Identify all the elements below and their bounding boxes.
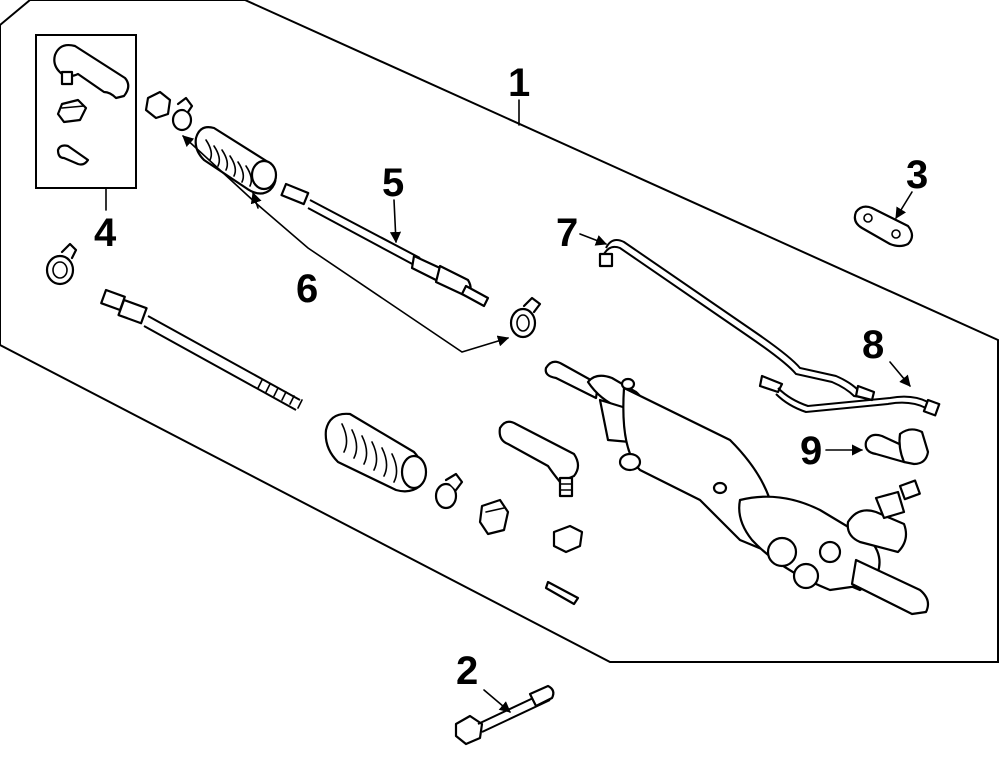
kit-tie-rod-end [53, 43, 130, 100]
assembly-frame [0, 0, 999, 663]
kit-nut [56, 98, 88, 124]
lower-nut [478, 498, 510, 536]
outer-tie-rod-end [498, 420, 580, 498]
boot-clamp-right-upper [509, 296, 542, 339]
mounting-bolt [454, 684, 555, 746]
rack-housing [544, 360, 930, 616]
leader-6-upper [250, 191, 262, 209]
tie-rod-end-nut [552, 524, 584, 554]
callout-6: 6 [296, 267, 318, 311]
callout-8: 8 [862, 323, 884, 367]
lower-inner-tie-rod [100, 288, 303, 411]
kit-box [35, 34, 137, 189]
callout-7: 7 [556, 211, 578, 255]
leader-6-lower [182, 135, 510, 353]
kit-cotter-pin [56, 144, 90, 166]
cotter-pin [544, 580, 580, 606]
leader-2 [483, 689, 511, 713]
callout-1: 1 [508, 61, 530, 105]
callout-4: 4 [94, 211, 117, 255]
lower-clip [434, 472, 464, 510]
pressure-line [598, 239, 871, 399]
callout-9: 9 [800, 429, 822, 473]
mounting-plate [853, 205, 914, 248]
callout-2: 2 [456, 649, 478, 693]
fitting [864, 428, 930, 466]
callout-5: 5 [382, 161, 404, 205]
lower-boot [324, 412, 428, 493]
callout-3: 3 [906, 153, 928, 197]
leader-5 [389, 199, 402, 244]
return-line [775, 384, 941, 417]
leader-7 [579, 233, 608, 246]
leader-8 [889, 361, 911, 387]
boot-clamp-left [45, 242, 78, 286]
leader-3 [895, 191, 913, 219]
upper-clip [171, 96, 194, 132]
upper-nut [144, 90, 172, 120]
